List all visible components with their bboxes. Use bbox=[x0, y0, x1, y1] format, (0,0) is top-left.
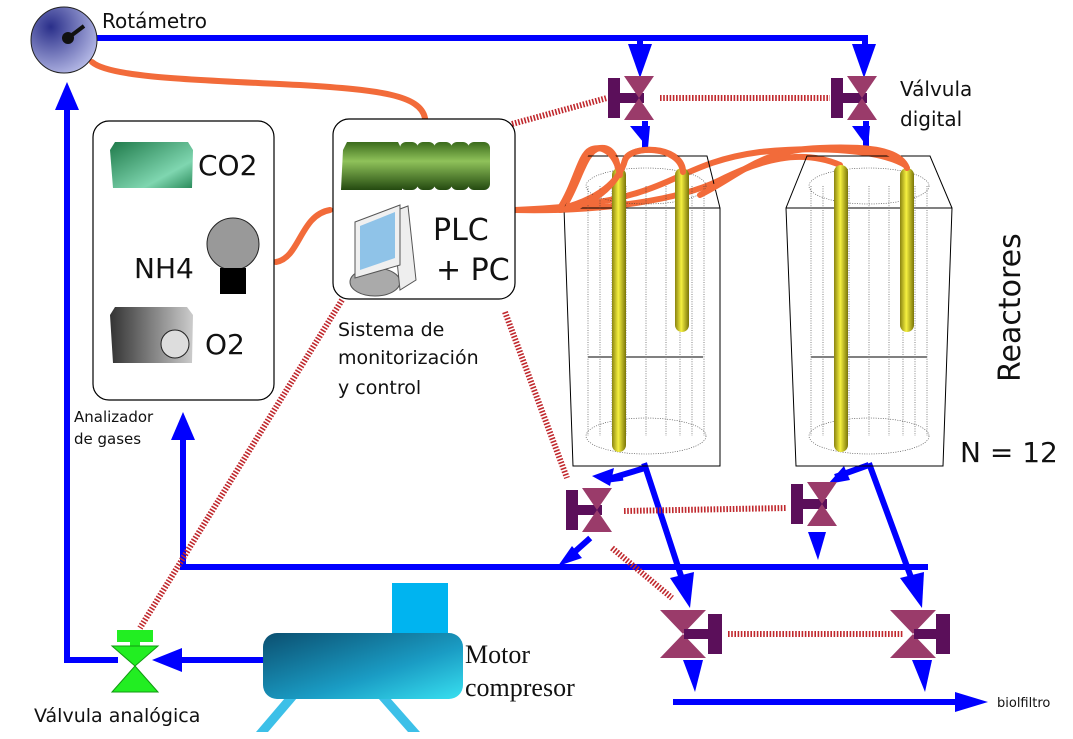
digital-valve-out-1a[interactable] bbox=[566, 488, 612, 532]
valve-actuator-icon bbox=[608, 78, 620, 118]
nh4-sensor-base bbox=[220, 268, 246, 294]
compressor-leg bbox=[256, 698, 297, 732]
reactor-count-label: N = 12 bbox=[960, 436, 1058, 469]
signal-valve-out-lower bbox=[610, 545, 674, 601]
analyzer-label-line2: de gases bbox=[74, 430, 141, 448]
digital-valve-icon bbox=[847, 76, 877, 120]
control-label-line2: monitorización bbox=[338, 347, 479, 369]
compressor-label-line1: Motor bbox=[465, 640, 530, 669]
arrow-down-valve-in-1 bbox=[628, 44, 652, 78]
reactor-1[interactable] bbox=[563, 155, 721, 467]
pc-label: + PC bbox=[436, 253, 510, 288]
nh4-label: NH4 bbox=[134, 252, 194, 285]
plc-pc-system[interactable]: PLC + PC Sistema de monitorización y con… bbox=[332, 118, 516, 399]
cable-reactor-1-top bbox=[557, 146, 686, 213]
compressor-label-line2: compresor bbox=[465, 673, 575, 702]
sensor-rod-icon bbox=[834, 165, 848, 452]
digital-valve-in-2[interactable] bbox=[831, 76, 877, 120]
analog-valve-actuator bbox=[117, 630, 153, 642]
analog-valve-label: Válvula analógica bbox=[34, 705, 200, 727]
arrow-lower-1 bbox=[683, 660, 703, 692]
arrow-r1-valve bbox=[592, 468, 614, 486]
valve-actuator-icon bbox=[791, 484, 803, 524]
plc-modules-icon bbox=[341, 142, 490, 190]
valve-actuator-icon bbox=[831, 78, 843, 118]
digital-valve-icon bbox=[660, 610, 706, 658]
arrow-lower-2 bbox=[912, 660, 932, 692]
analog-valve[interactable]: Válvula analógica bbox=[34, 630, 200, 727]
rotameter-label: Rotámetro bbox=[102, 9, 207, 33]
valve-actuator-icon bbox=[566, 490, 578, 530]
arrow-down-valve-in-2 bbox=[852, 44, 876, 78]
rotameter-needle bbox=[66, 24, 86, 40]
arrow-left-valve bbox=[152, 648, 182, 672]
signal-lines bbox=[137, 95, 903, 637]
arrow-reactor-1 bbox=[630, 126, 650, 148]
compressor-motor-icon bbox=[392, 583, 448, 638]
cable-rotameter-plc bbox=[89, 59, 428, 121]
signal-valve-out-link bbox=[623, 505, 787, 514]
computer-icon bbox=[349, 204, 417, 297]
pipe-r2-bypass bbox=[866, 462, 916, 584]
co2-label: CO2 bbox=[198, 149, 257, 182]
digital-valve-in-1[interactable] bbox=[608, 76, 654, 120]
digital-valve-label-line1: Válvula bbox=[900, 77, 972, 101]
analog-valve-icon bbox=[110, 645, 160, 693]
arrow-r1-lower-valve bbox=[670, 572, 694, 608]
digital-valve-out-2a[interactable] bbox=[791, 482, 837, 526]
control-label-line1: Sistema de bbox=[338, 319, 444, 341]
cable-plc-reactor-2-a bbox=[512, 153, 843, 214]
arrow-reactor-2 bbox=[852, 126, 870, 148]
arrow-r2-valve bbox=[828, 466, 850, 484]
digital-valve-out-2b[interactable] bbox=[890, 610, 950, 658]
plc-label: PLC bbox=[433, 213, 489, 248]
sensor-rod-icon bbox=[612, 168, 626, 452]
signal-plc-valve-out bbox=[502, 310, 570, 480]
gas-analyzer[interactable]: CO2 NH4 O2 Analizador de gases bbox=[74, 120, 275, 448]
biofilter-label: biolfiltro bbox=[997, 696, 1050, 711]
digital-valve-label-line2: digital bbox=[900, 107, 962, 131]
digital-valve-icon bbox=[807, 482, 837, 526]
digital-valve-icon bbox=[890, 610, 936, 658]
compressor-tank-icon bbox=[263, 633, 463, 699]
air-pipes bbox=[55, 35, 988, 712]
analyzer-label-line1: Analizador bbox=[74, 408, 154, 426]
reactors-label: Reactores bbox=[993, 233, 1028, 382]
cable-reactor-2-top bbox=[697, 144, 910, 198]
signal-plc-valve-in bbox=[511, 95, 608, 127]
pipe-r1-bypass bbox=[641, 462, 687, 586]
arrow-up-analyzer bbox=[171, 412, 195, 440]
o2-sensor-port bbox=[160, 329, 190, 359]
arrow-r1-collector bbox=[558, 546, 582, 566]
valve-actuator-icon bbox=[936, 614, 950, 654]
arrow-biofilter bbox=[955, 692, 988, 712]
sensor-rod-icon bbox=[675, 168, 689, 332]
digital-valve-icon bbox=[624, 76, 654, 120]
compressor-leg bbox=[378, 698, 420, 732]
nh4-sensor-icon bbox=[206, 217, 260, 271]
digital-valve-icon bbox=[582, 488, 612, 532]
rotameter[interactable]: Rotámetro bbox=[30, 6, 207, 74]
valve-actuator-icon bbox=[708, 614, 722, 654]
arrow-r2-lower-valve bbox=[900, 572, 924, 608]
cable-reactor-1-loop bbox=[557, 145, 623, 211]
co2-sensor-icon bbox=[110, 142, 193, 188]
arrow-up-rotameter bbox=[55, 82, 79, 110]
signal-plc-analog-valve bbox=[137, 298, 345, 630]
o2-label: O2 bbox=[205, 328, 245, 361]
pipe-top bbox=[92, 35, 868, 53]
compressor[interactable]: Motor compresor bbox=[256, 583, 575, 732]
cable-analyzer-plc bbox=[273, 207, 333, 265]
digital-valve-out-1b[interactable] bbox=[660, 610, 722, 658]
control-label-line3: y control bbox=[338, 377, 421, 399]
sensor-rod-icon bbox=[900, 168, 914, 332]
arrow-r2-collector bbox=[808, 532, 826, 560]
reactor-2[interactable] bbox=[785, 155, 953, 467]
